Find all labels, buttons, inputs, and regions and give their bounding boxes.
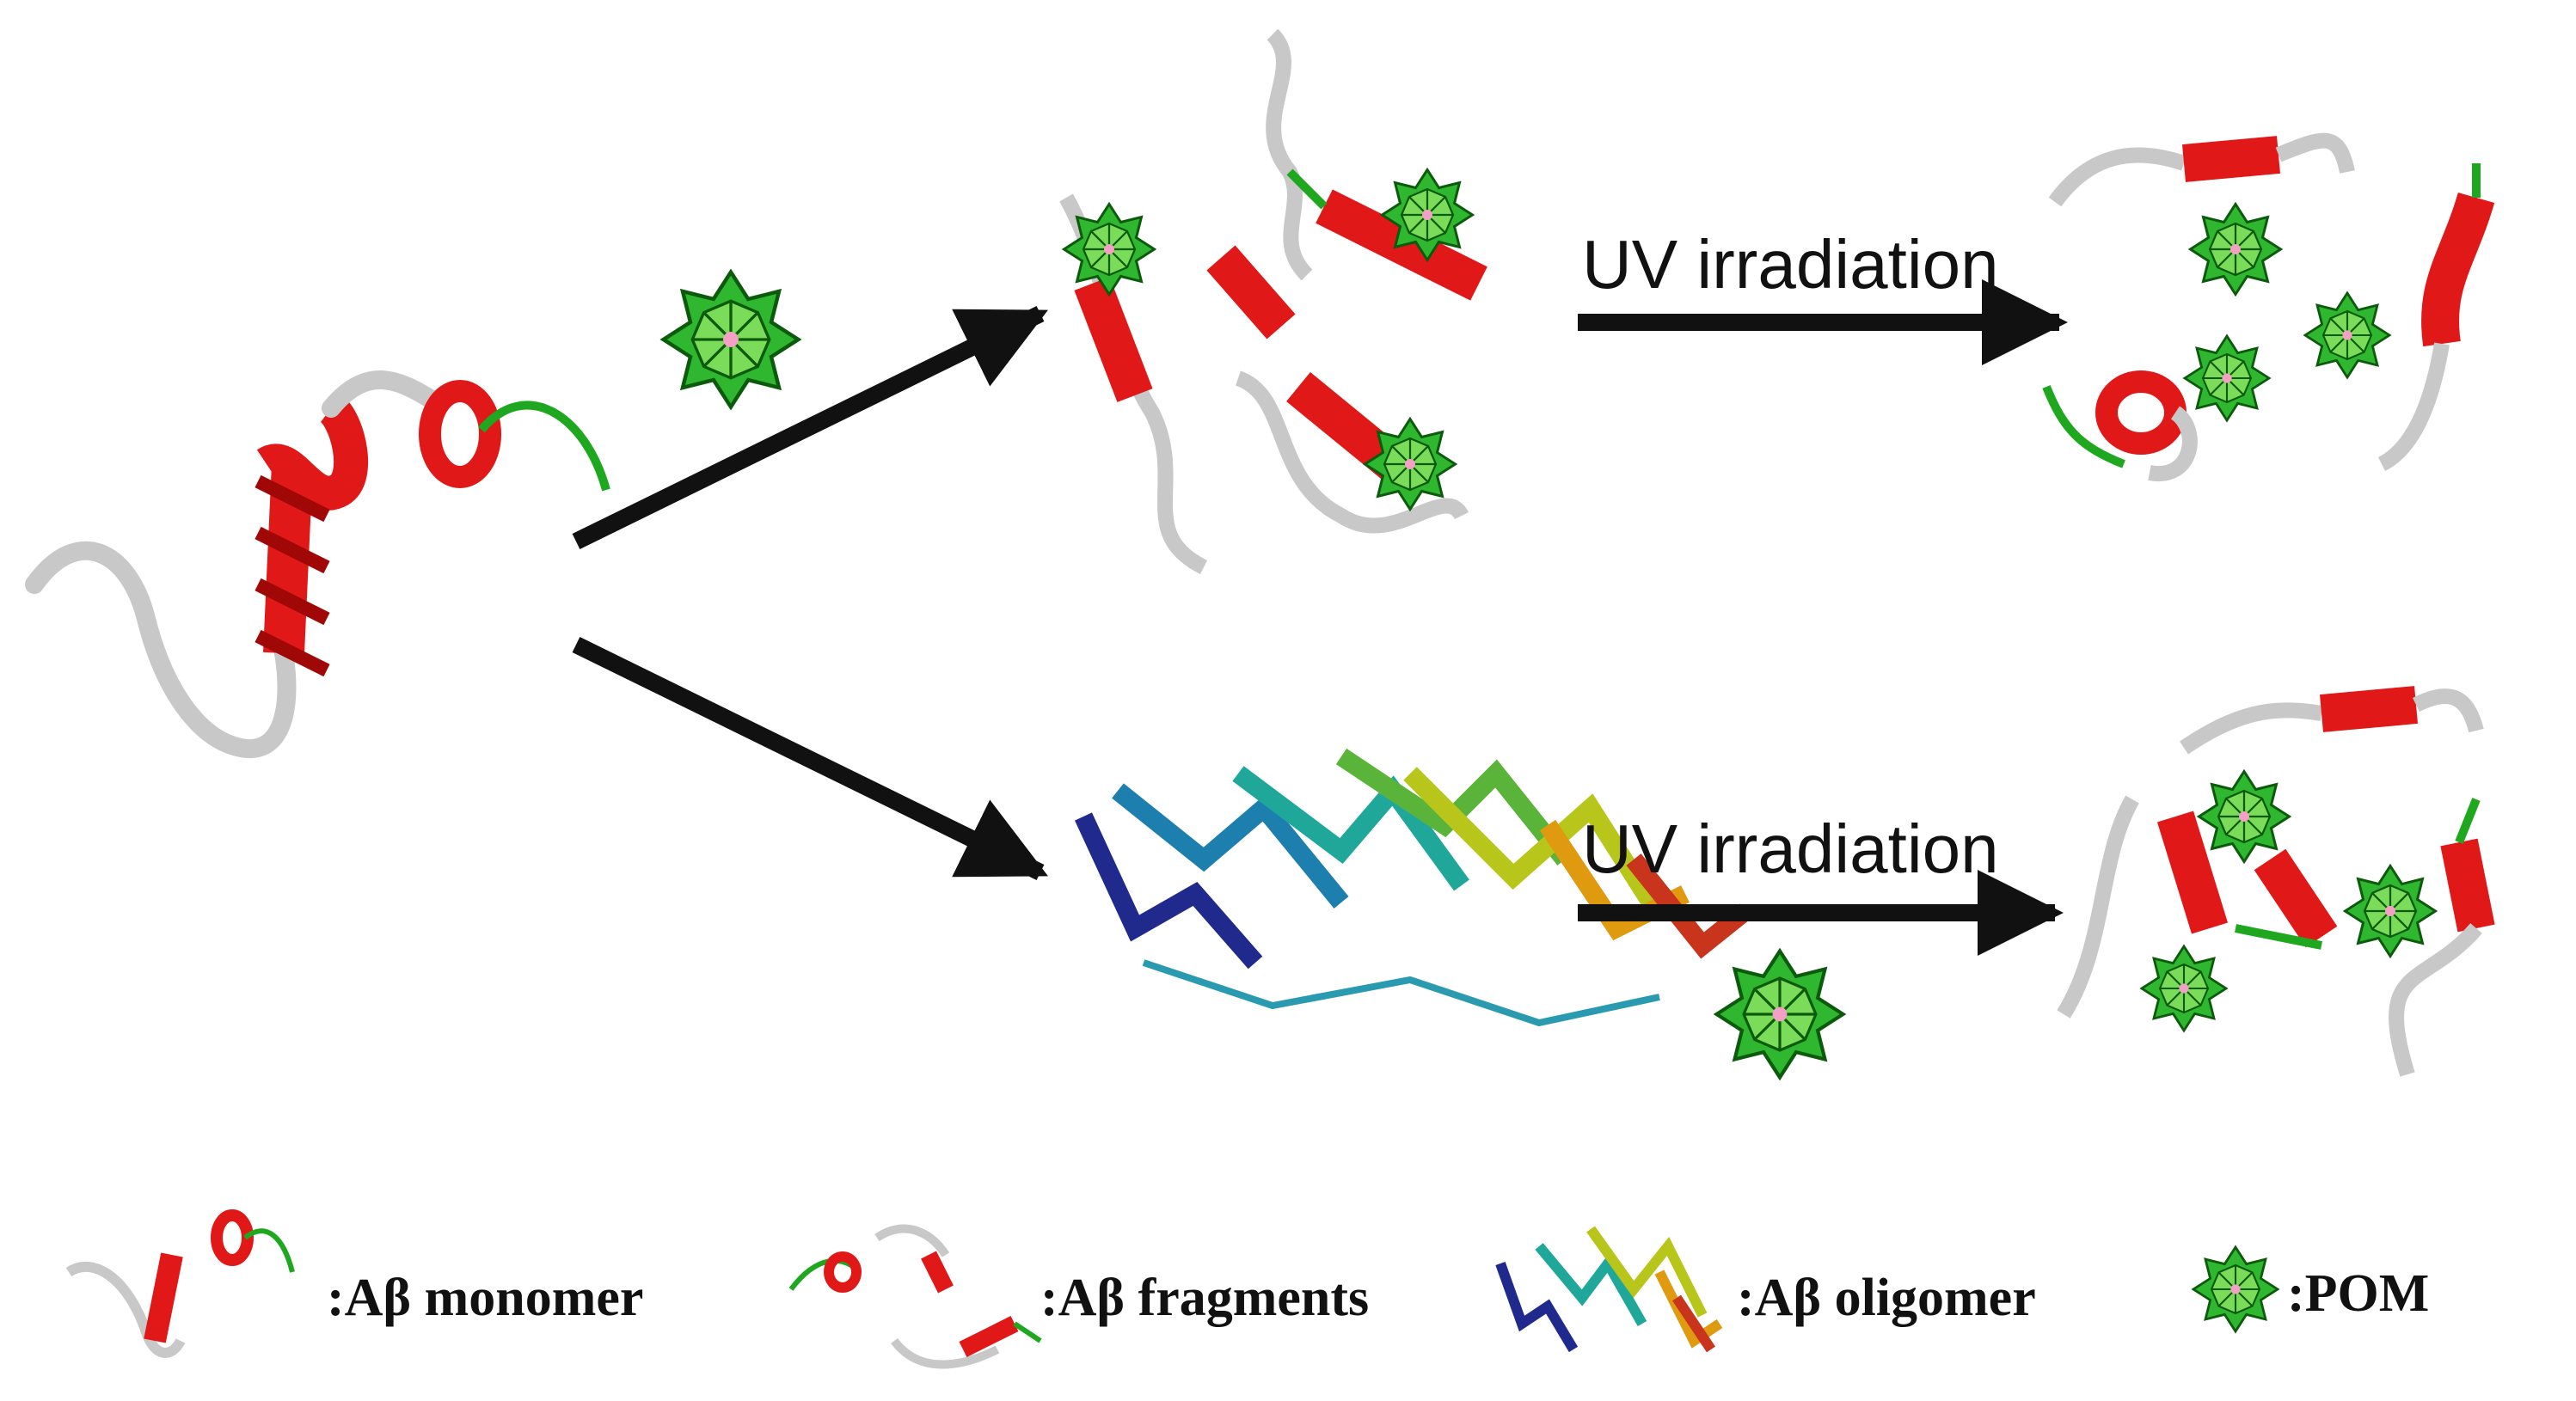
pom-cluster-icon xyxy=(2189,203,2282,296)
abeta-oligomer-structure xyxy=(1075,748,1751,1027)
top-uv-label: UV irradiation xyxy=(1582,226,1999,303)
pom-cluster-icon xyxy=(1063,203,1156,296)
legend-oligomer-icon xyxy=(1495,1226,1723,1353)
legend-oligomer-label: :Aβ oligomer xyxy=(1737,1269,2036,1327)
pom-cluster-icon xyxy=(1381,168,1474,261)
legend-pom-label: :POM xyxy=(2287,1264,2429,1323)
bottom-uv-label: UV irradiation xyxy=(1582,811,1999,887)
abeta-monomer-structure xyxy=(25,370,610,759)
legend-fragments-icon xyxy=(788,1224,1042,1369)
legend: :Aβ monomer :Aβ fragments :Aβ oligomer :… xyxy=(65,1209,2429,1369)
pom-cluster-icon xyxy=(2140,945,2228,1032)
pom-cluster-icon xyxy=(2303,291,2391,379)
legend-fragments-label: :Aβ fragments xyxy=(1040,1269,1369,1327)
pom-cluster-icon xyxy=(2183,334,2271,422)
legend-pom-icon xyxy=(2192,1245,2279,1333)
pom-cluster-icon xyxy=(1364,418,1457,511)
abeta-fragments-structure xyxy=(2042,132,2495,482)
pom-cluster-icon xyxy=(664,272,799,407)
pom-cluster-icon xyxy=(2198,770,2291,863)
arrow-to-oligomer xyxy=(572,637,1048,880)
pom-cluster-icon xyxy=(1717,951,1843,1078)
arrow-to-fragment-complex xyxy=(572,306,1048,549)
pom-cluster-icon xyxy=(2344,865,2437,957)
legend-monomer-label: :Aβ monomer xyxy=(327,1269,643,1327)
abeta-fragments-pom-structure xyxy=(2057,686,2495,1077)
legend-monomer-icon xyxy=(65,1209,295,1358)
